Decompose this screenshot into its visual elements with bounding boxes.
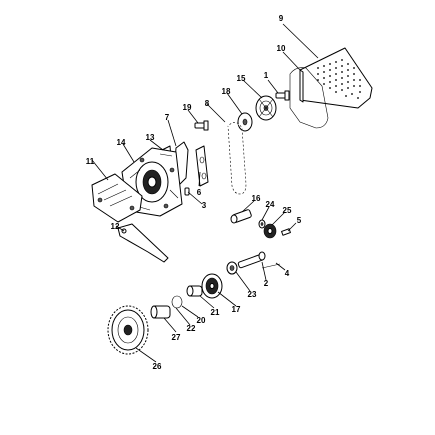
spacer-bushing-part [150,305,171,319]
bushing-part [186,285,203,297]
callout-label: 15 [237,74,246,83]
callout-label: 6 [197,188,202,197]
callout-label: 24 [266,200,275,209]
callout-label: 27 [172,333,181,342]
callout-label: 1 [264,71,269,80]
callout-label: 5 [297,216,302,225]
callout-label: 16 [252,194,261,203]
small-gear-part [263,223,277,239]
callout-label: 21 [211,308,220,317]
callout-label: 20 [197,316,206,325]
tensioner-part [195,145,209,187]
callout-label: 12 [111,222,120,231]
screw-part [275,90,290,101]
callout-label: 14 [117,138,126,147]
collar-part [226,261,238,275]
callout-label: 23 [248,290,257,299]
callout-label: 10 [277,44,286,53]
callout-label: 8 [205,99,210,108]
rod-part [261,263,281,269]
gasket-part [289,67,329,129]
rear-cover-part [299,47,373,109]
shaft-part [237,251,266,269]
callout-label: 2 [264,279,269,288]
callout-label: 7 [165,113,170,122]
washer-part [258,219,266,229]
leader-lines [91,23,319,363]
pin-part [194,120,209,131]
callout-label: 25 [283,206,292,215]
callout-label: 17 [232,305,241,314]
callout-label: 3 [202,201,207,210]
callout-label: 22 [187,324,196,333]
motor-plate-part [91,173,143,223]
callout-label: 18 [222,87,231,96]
o-ring-part [171,295,183,309]
drive-belt-part [227,121,247,195]
gear-part [201,273,223,299]
callout-label: 13 [146,133,155,142]
pulley-part [255,95,277,121]
callout-label: 19 [183,103,192,112]
callout-labels: 1 2 3 4 5 6 7 8 9 10 11 12 13 14 15 16 1… [86,14,302,371]
callout-label: 4 [285,269,290,278]
idler-pulley-part [237,112,253,132]
callout-label: 9 [279,14,284,23]
sleeve-part [230,209,252,224]
callout-label: 11 [86,157,95,166]
linkage-part [117,223,169,263]
small-screw-part [184,187,190,196]
large-gear-part [107,305,149,355]
callout-label: 26 [153,362,162,371]
